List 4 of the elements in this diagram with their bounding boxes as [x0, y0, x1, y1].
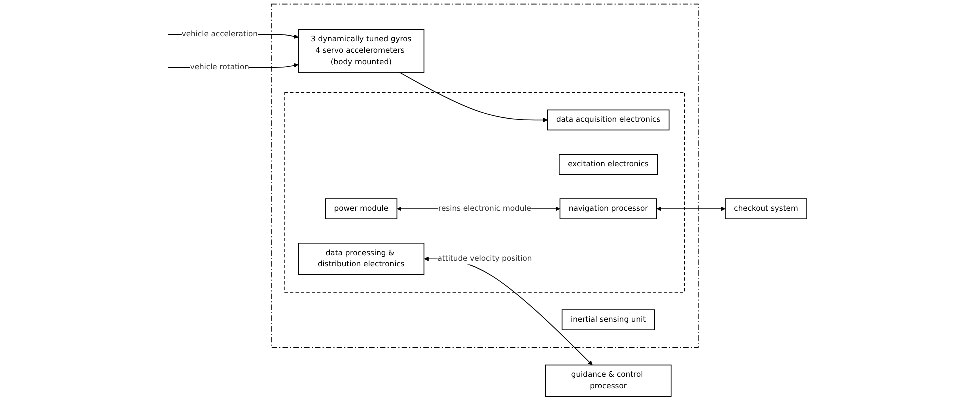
- cluster: [271, 4, 699, 348]
- arrow: [656, 206, 726, 212]
- arrow: [399, 72, 548, 123]
- cluster: [284, 92, 686, 293]
